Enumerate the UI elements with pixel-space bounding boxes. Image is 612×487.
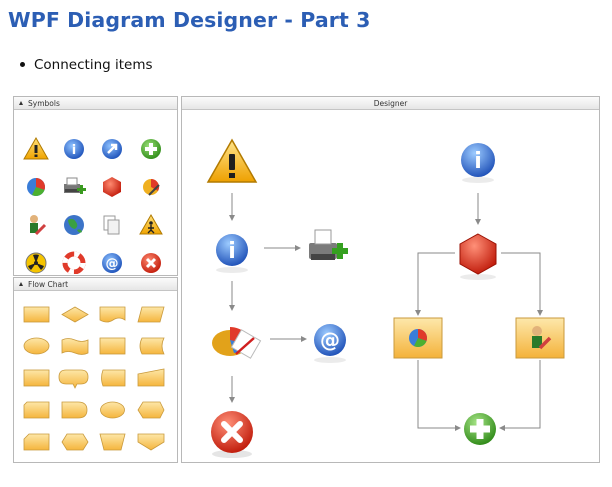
designer-info-icon-right[interactable]: i xyxy=(461,143,495,183)
symbols-panel-header[interactable]: Symbols xyxy=(14,97,177,110)
predefined-process-shape[interactable] xyxy=(99,337,126,355)
designer-panel-header: Designer xyxy=(182,97,599,110)
stored-data-shape[interactable] xyxy=(139,337,165,355)
toolbox-info-icon[interactable]: i xyxy=(64,139,84,159)
terminator-shape[interactable] xyxy=(23,337,50,355)
bullet-item: Connecting items xyxy=(20,57,153,73)
designer-panel-title: Designer xyxy=(373,99,408,108)
bullet-text: Connecting items xyxy=(34,57,153,73)
toolbox-pie-chart-icon[interactable] xyxy=(27,177,46,196)
toolbox-at-sign-icon[interactable]: @ xyxy=(102,253,122,273)
toolbox-stop-hexagon-icon[interactable] xyxy=(103,177,121,197)
toolbox-warning-icon[interactable] xyxy=(23,136,49,160)
document-shape[interactable] xyxy=(99,306,126,323)
symbols-panel-title: Symbols xyxy=(28,99,60,108)
toolbox-radiation-icon[interactable] xyxy=(25,252,47,274)
symbols-panel: Symbols i xyxy=(13,96,178,276)
internal-storage-shape[interactable] xyxy=(23,369,50,387)
flowchart-panel-header[interactable]: Flow Chart xyxy=(14,278,177,291)
hexagon-shape[interactable] xyxy=(61,433,89,451)
collapse-icon[interactable] xyxy=(19,282,23,286)
designer-diagram: i @ i xyxy=(206,138,565,458)
decision-shape[interactable] xyxy=(61,306,89,323)
preparation-shape[interactable] xyxy=(137,401,165,419)
designer-pie-chart-edit-icon[interactable] xyxy=(212,327,262,359)
trapezoid-shape[interactable] xyxy=(99,433,126,451)
page-title: WPF Diagram Designer - Part 3 xyxy=(8,8,371,32)
process-shape[interactable] xyxy=(23,306,50,323)
delay-shape[interactable] xyxy=(61,401,88,419)
manual-input-shape[interactable] xyxy=(137,368,165,387)
designer-add-icon[interactable] xyxy=(464,413,496,445)
designer-at-sign-icon[interactable]: @ xyxy=(314,324,346,363)
designer-delete-icon[interactable] xyxy=(211,411,253,458)
symbols-grid: i xyxy=(23,136,163,274)
flowchart-panel: Flow Chart xyxy=(13,277,178,463)
svg-text:@: @ xyxy=(320,328,340,352)
toolbox-lifebuoy-icon[interactable] xyxy=(62,251,86,274)
designer-stop-hexagon-icon[interactable] xyxy=(459,233,497,280)
display-shape[interactable] xyxy=(100,401,125,419)
designer-info-icon[interactable]: i xyxy=(216,234,248,273)
svg-text:i: i xyxy=(474,149,482,174)
connectors xyxy=(229,193,543,431)
flowchart-panel-title: Flow Chart xyxy=(28,280,69,289)
offpage-connector-shape[interactable] xyxy=(137,433,165,451)
toolbox-printer-add-icon[interactable] xyxy=(64,177,86,194)
designer-printer-add-icon[interactable] xyxy=(309,229,348,260)
sequential-data-shape[interactable] xyxy=(101,369,126,387)
designer-pie-chart-box[interactable] xyxy=(393,317,443,359)
designer-user-edit-box[interactable] xyxy=(515,317,565,359)
svg-text:i: i xyxy=(72,143,76,158)
toolbox-add-icon[interactable] xyxy=(141,139,161,159)
svg-text:@: @ xyxy=(106,257,119,272)
toolbox-pedestrian-sign-icon[interactable] xyxy=(139,214,163,235)
toolbox-user-edit-icon[interactable] xyxy=(30,215,47,236)
bullet-dot xyxy=(20,61,25,67)
data-shape[interactable] xyxy=(137,306,165,323)
toolbox-globe-icon[interactable] xyxy=(64,215,84,235)
card-alt-shape[interactable] xyxy=(23,433,50,451)
toolbox-arrow-up-right-icon[interactable] xyxy=(102,139,122,159)
toolbox-documents-icon[interactable] xyxy=(103,215,120,235)
designer-canvas[interactable]: Designer i xyxy=(181,96,600,463)
punched-tape-shape[interactable] xyxy=(61,338,89,355)
toolbox-chart-edit-icon[interactable] xyxy=(143,178,160,196)
card-shape[interactable] xyxy=(58,369,89,389)
manual-operation-shape[interactable] xyxy=(23,401,50,419)
flowchart-grid xyxy=(23,306,165,451)
toolbox-delete-icon[interactable] xyxy=(141,253,161,273)
svg-text:i: i xyxy=(228,239,236,264)
designer-warning-icon[interactable] xyxy=(206,138,258,183)
collapse-icon[interactable] xyxy=(19,101,23,105)
